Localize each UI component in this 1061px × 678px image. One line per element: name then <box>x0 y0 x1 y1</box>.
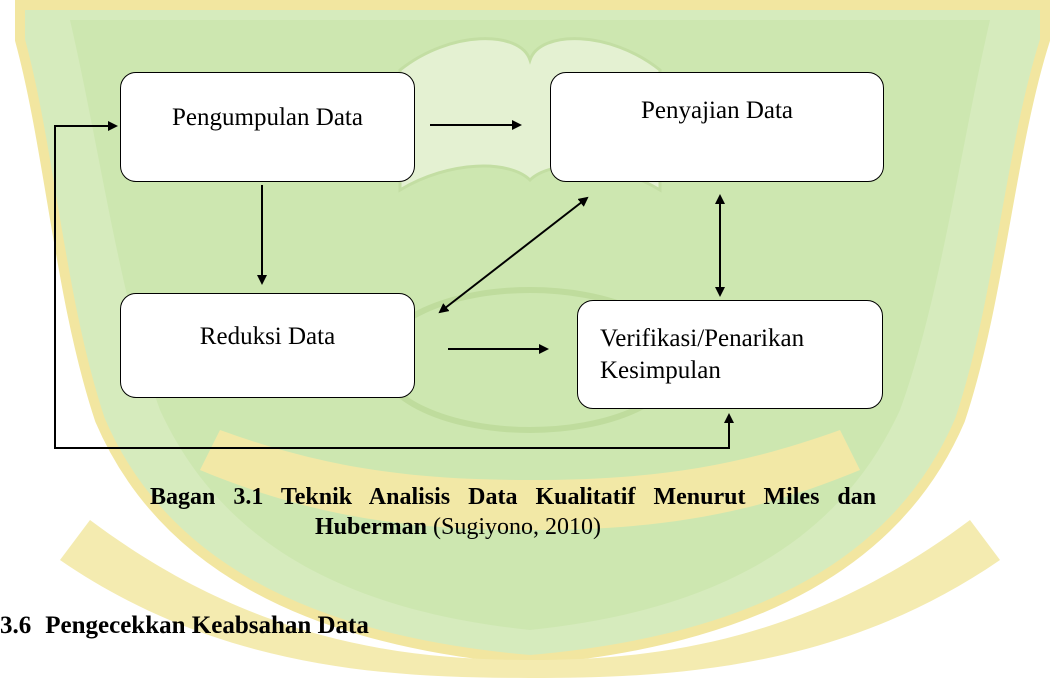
watermark-lower-band <box>60 520 1000 678</box>
node-pengumpulan-data: Pengumpulan Data <box>120 72 415 182</box>
node-reduksi-data: Reduksi Data <box>120 293 415 398</box>
caption-title-line1: Bagan 3.1 Teknik Analisis Data Kualitati… <box>150 484 877 510</box>
node-penyajian-data: Penyajian Data <box>550 72 884 182</box>
section-title: Pengecekkan Keabsahan Data <box>45 612 369 639</box>
caption-citation: (Sugiyono, 2010) <box>427 514 602 540</box>
section-heading: 3.6 Pengecekkan Keabsahan Data <box>0 612 369 640</box>
node-verifikasi-kesimpulan: Verifikasi/Penarikan Kesimpulan <box>577 300 883 409</box>
arrow-feedback-loop <box>54 121 729 449</box>
node-pengumpulan-label: Pengumpulan Data <box>172 104 363 131</box>
node-reduksi-label: Reduksi Data <box>199 323 336 350</box>
figure-caption: Bagan 3.1 Teknik Analisis Data Kualitati… <box>150 482 1061 542</box>
node-penyajian-label: Penyajian Data <box>640 97 794 124</box>
section-number: 3.6 <box>0 612 32 639</box>
caption-title-line2: Huberman (Sugiyono, 2010) <box>150 512 1061 542</box>
watermark-ribbon <box>200 430 860 530</box>
node-verifikasi-label-line2: Kesimpulan <box>600 357 721 384</box>
caption-title-author: Huberman <box>315 514 428 540</box>
arrow-reduksi-penyajian-bidirectional <box>438 196 589 314</box>
node-verifikasi-label-line1: Verifikasi/Penarikan <box>600 325 805 352</box>
